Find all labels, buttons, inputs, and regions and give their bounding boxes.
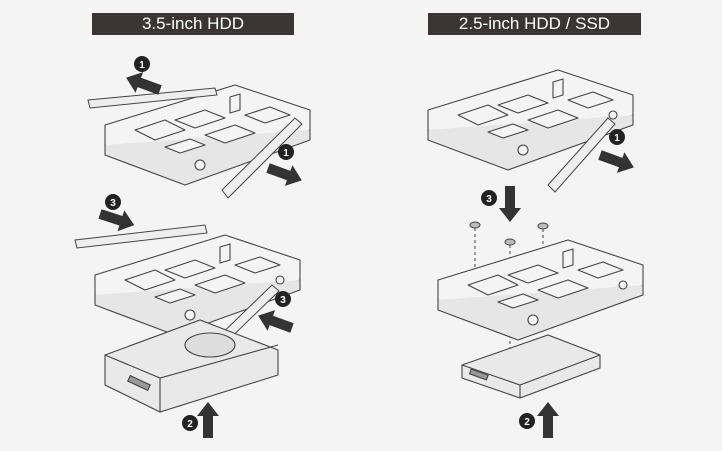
arrow-up-step2 xyxy=(537,402,559,438)
svg-text:2: 2 xyxy=(187,419,193,430)
hdd-3-5-inch xyxy=(104,319,279,413)
side-rail-left-bottom xyxy=(74,224,208,249)
step-badge-1: 1 xyxy=(609,129,625,145)
step-badge-1: 1 xyxy=(278,144,294,160)
arrow-right-step1 xyxy=(596,144,638,178)
header-2-5-inch-hdd-ssd: 2.5-inch HDD / SSD xyxy=(428,13,641,35)
arrow-up-step2 xyxy=(197,402,219,438)
tray-bottom-right xyxy=(437,239,644,341)
step-badge-3: 3 xyxy=(275,291,291,307)
arrow-left-step3 xyxy=(254,305,296,339)
svg-text:2: 2 xyxy=(524,417,530,428)
svg-text:3: 3 xyxy=(280,295,286,306)
svg-text:1: 1 xyxy=(283,148,289,159)
svg-text:1: 1 xyxy=(614,133,620,144)
step-badge-3: 3 xyxy=(481,190,497,206)
step-badge-3: 3 xyxy=(105,194,121,210)
svg-text:1: 1 xyxy=(139,60,145,71)
arrow-right-step1 xyxy=(264,157,306,191)
step-badge-2: 2 xyxy=(519,413,535,429)
svg-text:3: 3 xyxy=(110,198,116,209)
header-3-5-inch-hdd: 3.5-inch HDD xyxy=(92,13,294,35)
svg-text:3: 3 xyxy=(486,194,492,205)
hdd-2-5-inch xyxy=(461,334,601,399)
side-rail-right-top xyxy=(221,117,303,199)
step-badge-1: 1 xyxy=(134,56,150,72)
step-badge-2: 2 xyxy=(182,415,198,431)
side-rail-left-top xyxy=(87,87,218,109)
side-rail-right xyxy=(547,117,616,193)
arrow-down-step3 xyxy=(499,186,521,222)
